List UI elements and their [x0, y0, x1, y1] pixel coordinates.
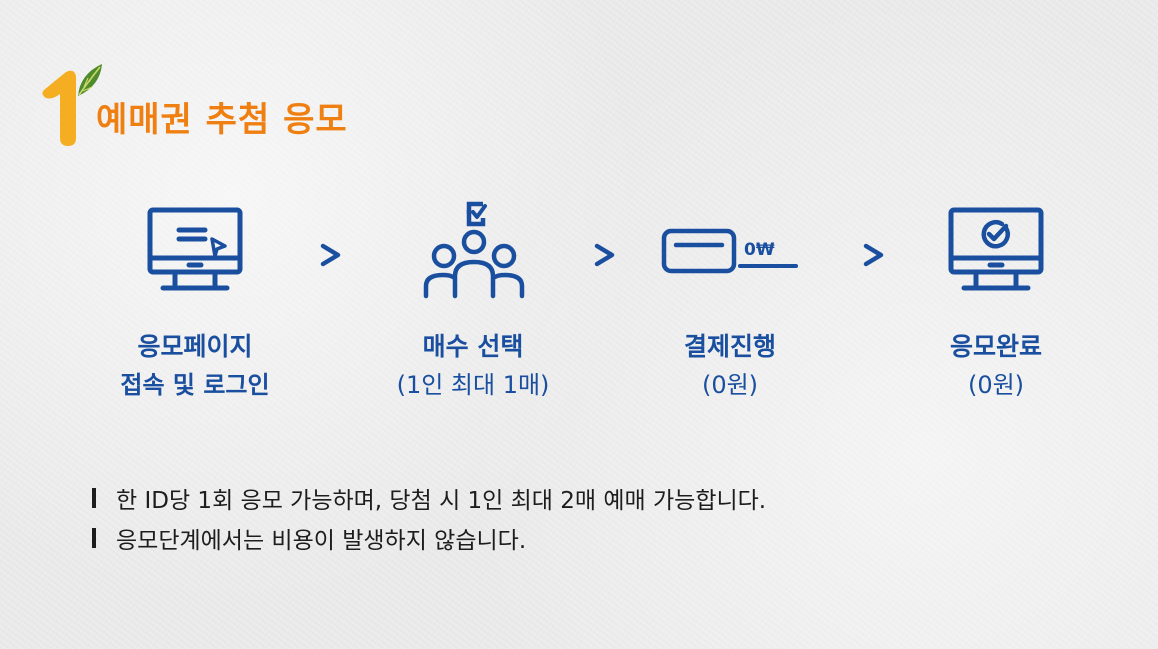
- step-sub: (0원): [967, 371, 1025, 399]
- step-label: 응모완료: [949, 332, 1042, 361]
- step-complete: 응모완료 (0원): [886, 200, 1106, 404]
- chevron-right-icon: [863, 243, 884, 267]
- card-payment-icon: 0₩: [661, 228, 798, 274]
- step-sub: (1인 최대 1매): [396, 371, 550, 399]
- notes-list: 한 ID당 1회 응모 가능하며, 당첨 시 1인 최대 2매 예매 가능합니다…: [92, 478, 766, 558]
- page-title: 예매권 추첨 응모: [96, 100, 348, 140]
- step-select-quantity: 매수 선택 (1인 최대 1매): [363, 200, 583, 404]
- step-label: 응모페이지: [137, 332, 253, 361]
- people-checkbox-icon: [423, 201, 525, 299]
- step-sub: (0원): [701, 371, 759, 399]
- note-text: 응모단계에서는 비용이 발생하지 않습니다.: [116, 528, 527, 554]
- process-steps: 응모페이지 접속 및 로그인 매수 선택 (1인 최대 1매): [0, 200, 1158, 420]
- step-payment: 0₩ 결제진행 (0원): [620, 200, 840, 404]
- svg-text:0₩: 0₩: [744, 240, 775, 260]
- bullet-bar-icon: [92, 528, 96, 548]
- number-one-leaf-icon: [42, 64, 102, 146]
- note-text: 한 ID당 1회 응모 가능하며, 당첨 시 1인 최대 2매 예매 가능합니다…: [116, 488, 767, 514]
- step-login: 응모페이지 접속 및 로그인: [85, 200, 305, 404]
- bullet-bar-icon: [92, 488, 96, 508]
- chevron-right-icon: [320, 243, 341, 267]
- step-label: 결제진행: [683, 332, 776, 361]
- step-sub: 접속 및 로그인: [120, 371, 270, 399]
- chevron-right-icon: [594, 243, 615, 267]
- step-label: 매수 선택: [422, 332, 524, 361]
- note-item: 한 ID당 1회 응모 가능하며, 당첨 시 1인 최대 2매 예매 가능합니다…: [92, 478, 766, 518]
- note-item: 응모단계에서는 비용이 발생하지 않습니다.: [92, 518, 766, 558]
- monitor-check-icon: [948, 207, 1044, 291]
- monitor-cursor-icon: [147, 207, 243, 291]
